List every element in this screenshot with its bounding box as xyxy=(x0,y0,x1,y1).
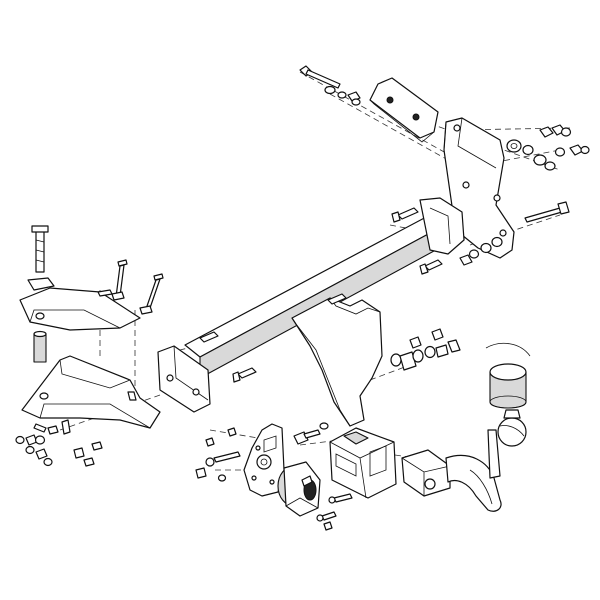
left-bottom-hardware xyxy=(15,419,103,467)
socket-screws xyxy=(316,493,353,531)
electrical-socket xyxy=(277,461,321,517)
receiver-housing xyxy=(329,427,397,499)
main-cross-beam xyxy=(157,197,465,413)
left-lower-bracket xyxy=(21,355,161,429)
top-bolt-set xyxy=(299,65,361,106)
socket-mounting-plate xyxy=(243,423,285,497)
detachable-tow-arm xyxy=(401,409,527,512)
center-hardware-set xyxy=(390,328,461,371)
left-spacer-tube xyxy=(33,330,47,363)
left-upper-bracket xyxy=(19,225,141,331)
left-vertical-bolts xyxy=(97,259,164,315)
right-hardware-set xyxy=(459,124,590,266)
tow-ball-cover xyxy=(485,342,531,409)
center-receiver-bracket xyxy=(291,293,383,427)
socket-plate-screws xyxy=(195,422,329,482)
clamp-plate xyxy=(369,77,439,143)
